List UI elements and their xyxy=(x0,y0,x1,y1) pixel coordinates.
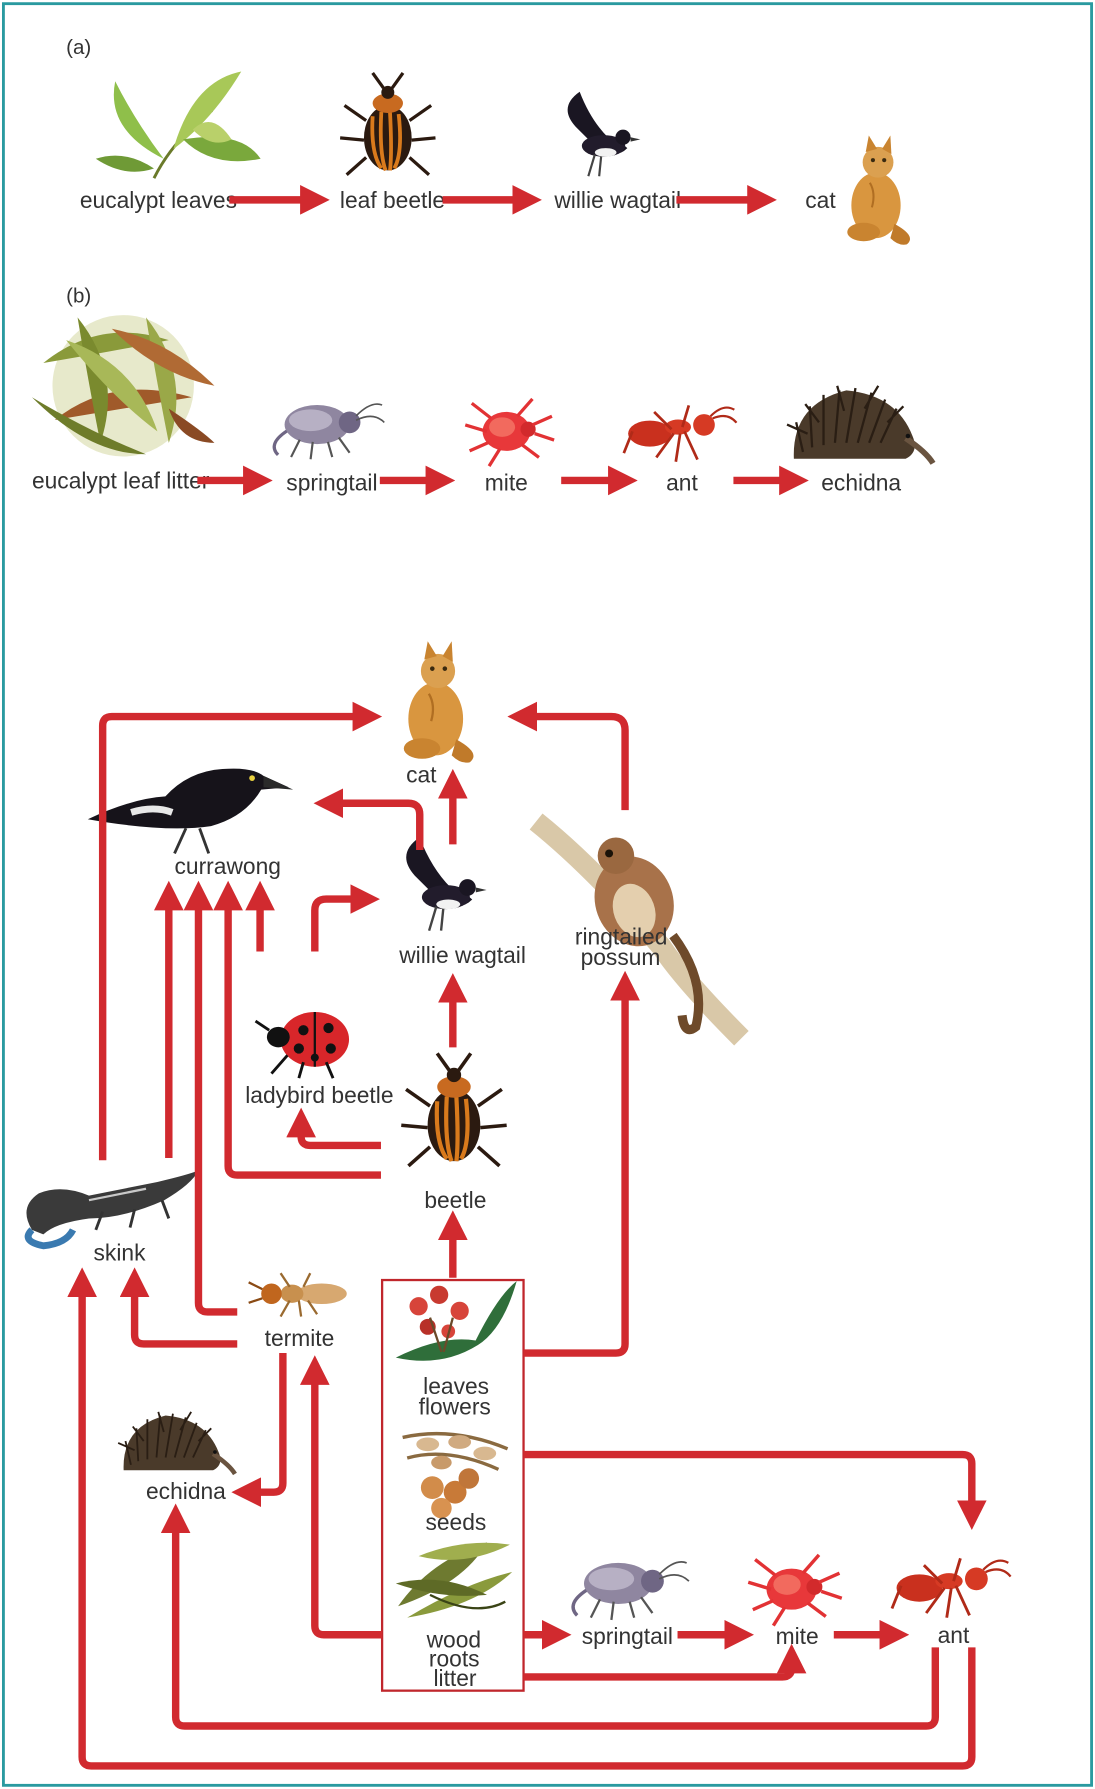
ant-icon xyxy=(624,405,737,461)
web-label-seeds: seeds xyxy=(425,1509,486,1535)
chain-b-springtail: springtail xyxy=(286,470,377,496)
echidna-icon xyxy=(787,386,933,464)
web-label-beetle: beetle xyxy=(424,1187,486,1213)
chain-a-cat: cat xyxy=(805,187,836,213)
web-wagtail-bird-icon xyxy=(406,837,486,930)
chain-a-eucalypt-leaves: eucalypt leaves xyxy=(80,187,237,213)
arrow-ant-to-echidna xyxy=(176,1514,936,1726)
web-label-possum: possum xyxy=(581,944,661,970)
arrow-ladybird-to-wagtail xyxy=(315,899,370,951)
arrow-wagtail-to-currawong xyxy=(324,803,420,850)
chain-b-eucalypt-leaf-litter: eucalypt leaf litter xyxy=(32,467,210,493)
web-ant-icon xyxy=(892,1558,1011,1617)
currawong-bird-icon xyxy=(88,769,293,854)
web-label-litter: litter xyxy=(433,1665,476,1691)
arrow-producers-to-ant xyxy=(524,1455,972,1520)
chain-b-echidna: echidna xyxy=(821,470,901,496)
chain-a-leaf-beetle: leaf beetle xyxy=(340,187,445,213)
web-echidna-icon xyxy=(118,1412,235,1474)
arrow-termite-to-echidna xyxy=(242,1353,283,1492)
web-label-ant: ant xyxy=(938,1622,970,1648)
web-label-termite: termite xyxy=(265,1325,335,1351)
web-mite-icon xyxy=(748,1555,842,1626)
springtail-icon xyxy=(274,404,384,459)
web-label-willie-wagtail: willie wagtail xyxy=(398,942,526,968)
web-label-cat: cat xyxy=(406,762,437,788)
beetle-icon xyxy=(340,73,435,175)
chain-b-ant: ant xyxy=(666,470,698,496)
web-label-echidna: echidna xyxy=(146,1478,226,1504)
arrow-beetle-to-ladybird xyxy=(301,1118,381,1145)
wagtail-bird-icon xyxy=(568,92,641,177)
arrow-producers-to-possum xyxy=(524,981,626,1353)
web-cat-icon xyxy=(404,641,474,762)
leaf-litter-icon xyxy=(32,315,215,456)
web-label-currawong: currawong xyxy=(175,853,281,879)
arrow-possum-to-cat xyxy=(518,717,625,811)
termite-icon xyxy=(249,1273,347,1316)
cat-icon xyxy=(847,136,910,245)
web-springtail-icon xyxy=(573,1562,689,1620)
panel-label-a: (a) xyxy=(66,36,91,59)
web-label-ladybird-beetle: ladybird beetle xyxy=(245,1082,393,1108)
web-label-flowers: flowers xyxy=(419,1394,491,1420)
mite-icon xyxy=(465,399,554,466)
web-beetle-icon xyxy=(401,1053,506,1166)
web-label-mite: mite xyxy=(776,1623,819,1649)
web-label-skink: skink xyxy=(94,1240,147,1266)
web-label-springtail: springtail xyxy=(582,1623,673,1649)
ladybird-icon xyxy=(256,1012,350,1078)
arrow-litter-to-termite xyxy=(315,1366,382,1635)
panel-label-b: (b) xyxy=(66,285,91,308)
chain-a-willie-wagtail: willie wagtail xyxy=(553,187,681,213)
arrow-litter-to-mite xyxy=(524,1654,792,1677)
chain-b-mite: mite xyxy=(485,470,528,496)
eucalyptus-leaves-icon xyxy=(96,72,261,179)
skink-icon xyxy=(26,1171,198,1246)
